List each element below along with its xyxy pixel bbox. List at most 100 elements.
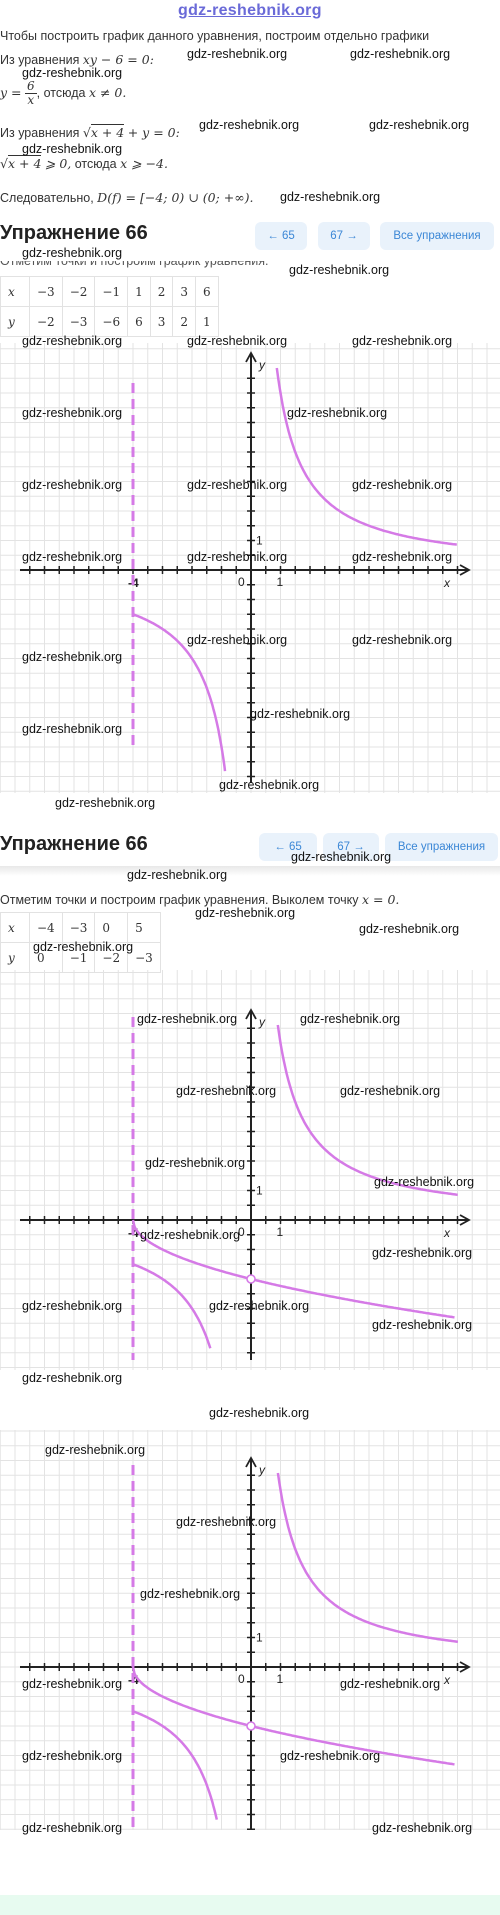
watermark: gdz-reshebnik.org xyxy=(22,550,123,564)
x-unit-label: 1 xyxy=(277,575,284,589)
watermark: gdz-reshebnik.org xyxy=(352,334,453,348)
watermark: gdz-reshebnik.org xyxy=(352,633,453,647)
values-table-1: x −3 −2 −1 1 2 3 6 y −2 −3 −6 6 3 2 1 xyxy=(0,276,219,337)
x-axis-arrow xyxy=(459,1214,471,1226)
values-table-2: x −4 −3 0 5 y 0 −1 −2 −3 xyxy=(0,912,161,973)
watermark: gdz-reshebnik.org xyxy=(372,1821,473,1835)
x-axis-arrow xyxy=(459,564,471,576)
y-unit-label: 1 xyxy=(256,1631,263,1645)
watermark: gdz-reshebnik.org xyxy=(22,142,123,156)
next-exercise-button-sticky[interactable]: 67 → xyxy=(323,833,379,861)
watermark: gdz-reshebnik.org xyxy=(209,1406,310,1420)
y-axis-label: y xyxy=(258,1463,266,1477)
watermark: gdz-reshebnik.org xyxy=(33,940,134,954)
step2-caption: Отметим точки и построим график уравнени… xyxy=(0,892,400,907)
watermark: gdz-reshebnik.org xyxy=(352,550,453,564)
watermark: gdz-reshebnik.org xyxy=(289,263,390,277)
origin-label: 0 xyxy=(238,1672,245,1686)
y-axis-arrow xyxy=(245,1008,257,1020)
watermark: gdz-reshebnik.org xyxy=(195,906,296,920)
watermark: gdz-reshebnik.org xyxy=(22,66,123,80)
watermark: gdz-reshebnik.org xyxy=(145,1156,246,1170)
x-axis-label: x xyxy=(443,576,451,590)
watermark: gdz-reshebnik.org xyxy=(280,190,381,204)
watermark: gdz-reshebnik.org xyxy=(22,722,123,736)
watermark: gdz-reshebnik.org xyxy=(280,1749,381,1763)
root-curve xyxy=(131,1219,455,1319)
watermark: gdz-reshebnik.org xyxy=(250,707,351,721)
hyperbola-right-branch xyxy=(276,1472,459,1644)
bottom-bar xyxy=(0,1895,500,1915)
solution-line-4: √x + 4 ⩾ 0, отсюда x ⩾ −4. xyxy=(0,155,168,171)
watermark: gdz-reshebnik.org xyxy=(187,478,288,492)
watermark: gdz-reshebnik.org xyxy=(300,1012,401,1026)
exercise-title-sticky: Упражнение 66 xyxy=(0,833,148,855)
watermark: gdz-reshebnik.org xyxy=(140,1228,241,1242)
watermark: gdz-reshebnik.org xyxy=(209,1299,310,1313)
solution-line-3: Из уравнения √x + 4 + y = 0: xyxy=(0,124,180,140)
root-curve xyxy=(131,1666,455,1766)
watermark: gdz-reshebnik.org xyxy=(22,406,123,420)
y-axis-label: y xyxy=(258,358,266,372)
watermark: gdz-reshebnik.org xyxy=(219,778,320,792)
site-logo[interactable]: gdz-reshebnik.org xyxy=(178,2,322,19)
y-axis-label: y xyxy=(258,1015,266,1029)
watermark: gdz-reshebnik.org xyxy=(45,1443,146,1457)
watermark: gdz-reshebnik.org xyxy=(22,1371,123,1385)
watermark: gdz-reshebnik.org xyxy=(352,478,453,492)
watermark: gdz-reshebnik.org xyxy=(22,1299,123,1313)
header-shadow xyxy=(0,866,500,876)
watermark: gdz-reshebnik.org xyxy=(359,922,460,936)
watermark: gdz-reshebnik.org xyxy=(372,1318,473,1332)
y-unit-label: 1 xyxy=(256,534,263,548)
watermark: gdz-reshebnik.org xyxy=(287,406,388,420)
step1-caption: Отметим точки и построим график уравнени… xyxy=(0,254,269,268)
hyperbola-right-branch xyxy=(275,367,457,546)
next-exercise-button[interactable]: 67 → xyxy=(318,222,370,250)
x-axis-arrow xyxy=(459,1661,471,1673)
sqrt-symbol: √x + 4 xyxy=(82,124,125,140)
watermark: gdz-reshebnik.org xyxy=(187,550,288,564)
all-exercises-button-sticky[interactable]: Все упражнения xyxy=(385,833,498,861)
watermark: gdz-reshebnik.org xyxy=(22,478,123,492)
origin-label: 0 xyxy=(238,575,245,589)
solution-line-5: Следовательно, D(f) = [−4; 0) ∪ (0; +∞). xyxy=(0,190,254,205)
watermark: gdz-reshebnik.org xyxy=(140,1587,241,1601)
y-unit-label: 1 xyxy=(256,1184,263,1198)
watermark: gdz-reshebnik.org xyxy=(22,650,123,664)
table-row-x: x −3 −2 −1 1 2 3 6 xyxy=(0,276,219,307)
punctured-point xyxy=(246,1274,256,1284)
y-axis-arrow xyxy=(245,1456,257,1468)
hyperbola-left-branch xyxy=(132,613,227,772)
all-exercises-button[interactable]: Все упражнения xyxy=(380,222,494,250)
prev-exercise-button[interactable]: ← 65 xyxy=(255,222,307,250)
watermark: gdz-reshebnik.org xyxy=(187,334,288,348)
watermark: gdz-reshebnik.org xyxy=(291,850,392,864)
watermark: gdz-reshebnik.org xyxy=(187,633,288,647)
watermark: gdz-reshebnik.org xyxy=(22,1749,123,1763)
punctured-point xyxy=(246,1721,256,1731)
solution-intro: Чтобы построить график данного уравнения… xyxy=(0,29,430,43)
watermark: gdz-reshebnik.org xyxy=(340,1677,441,1691)
y-axis-arrow xyxy=(245,351,257,363)
x-axis-label: x xyxy=(443,1673,451,1687)
watermark: gdz-reshebnik.org xyxy=(369,118,470,132)
watermark: gdz-reshebnik.org xyxy=(22,334,123,348)
origin-label: 0 xyxy=(238,1225,245,1239)
watermark: gdz-reshebnik.org xyxy=(340,1084,441,1098)
watermark: gdz-reshebnik.org xyxy=(350,47,451,61)
watermark: gdz-reshebnik.org xyxy=(199,118,300,132)
prev-exercise-button-sticky[interactable]: ← 65 xyxy=(259,833,317,861)
x-unit-label: 1 xyxy=(277,1225,284,1239)
sqrt-symbol: √x + 4 xyxy=(0,155,42,171)
watermark: gdz-reshebnik.org xyxy=(176,1084,277,1098)
exercise-title: Упражнение 66 xyxy=(0,222,148,244)
watermark: gdz-reshebnik.org xyxy=(372,1246,473,1260)
watermark: gdz-reshebnik.org xyxy=(22,1677,123,1691)
table-row-y: y 0 −1 −2 −3 xyxy=(0,942,161,973)
watermark: gdz-reshebnik.org xyxy=(137,1012,238,1026)
x-unit-label: 1 xyxy=(277,1672,284,1686)
